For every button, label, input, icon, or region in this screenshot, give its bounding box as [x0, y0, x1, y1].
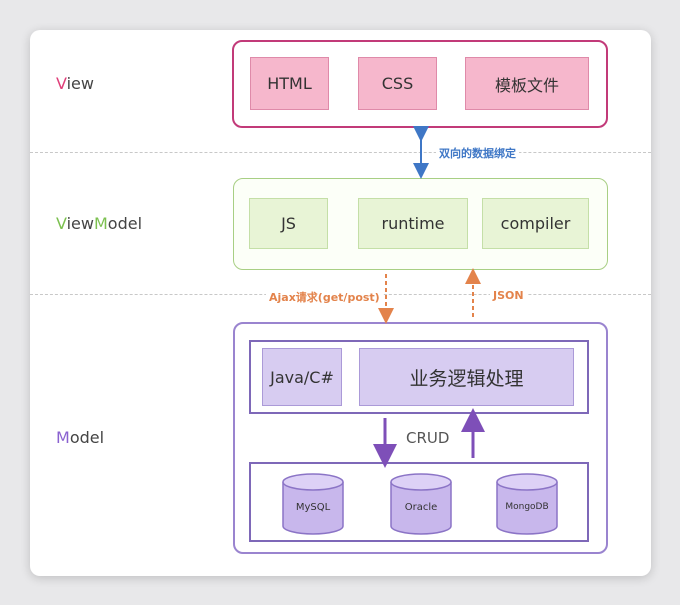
database-container — [249, 462, 589, 542]
data-binding-label: 双向的数据绑定 — [436, 145, 519, 161]
architecture-diagram: View ViewModel Model HTML CSS 模板文件 JS ru… — [30, 30, 651, 576]
view-divider — [30, 152, 651, 153]
ajax-request-label: Ajax请求(get/post) — [266, 289, 383, 305]
viewmodel-layer-label: ViewModel — [56, 214, 143, 233]
database-icon — [282, 473, 344, 535]
json-label: JSON — [490, 289, 527, 302]
runtime-box: runtime — [358, 198, 468, 249]
java-csharp-box: Java/C# — [262, 348, 342, 406]
view-layer-label: View — [56, 74, 94, 93]
compiler-box: compiler — [482, 198, 589, 249]
connector-arrows — [373, 126, 485, 468]
mongodb-database: MongoDB — [496, 472, 558, 536]
logic-container — [249, 340, 589, 414]
model-layer-label: Model — [56, 428, 105, 447]
business-logic-box: 业务逻辑处理 — [359, 348, 574, 406]
template-file-box: 模板文件 — [465, 57, 589, 110]
html-box: HTML — [250, 57, 329, 110]
mysql-database: MySQL — [282, 472, 344, 536]
js-box: JS — [249, 198, 328, 249]
database-icon — [496, 473, 558, 535]
oracle-database: Oracle — [390, 472, 452, 536]
crud-label: CRUD — [406, 429, 450, 447]
database-icon — [390, 473, 452, 535]
css-box: CSS — [358, 57, 437, 110]
